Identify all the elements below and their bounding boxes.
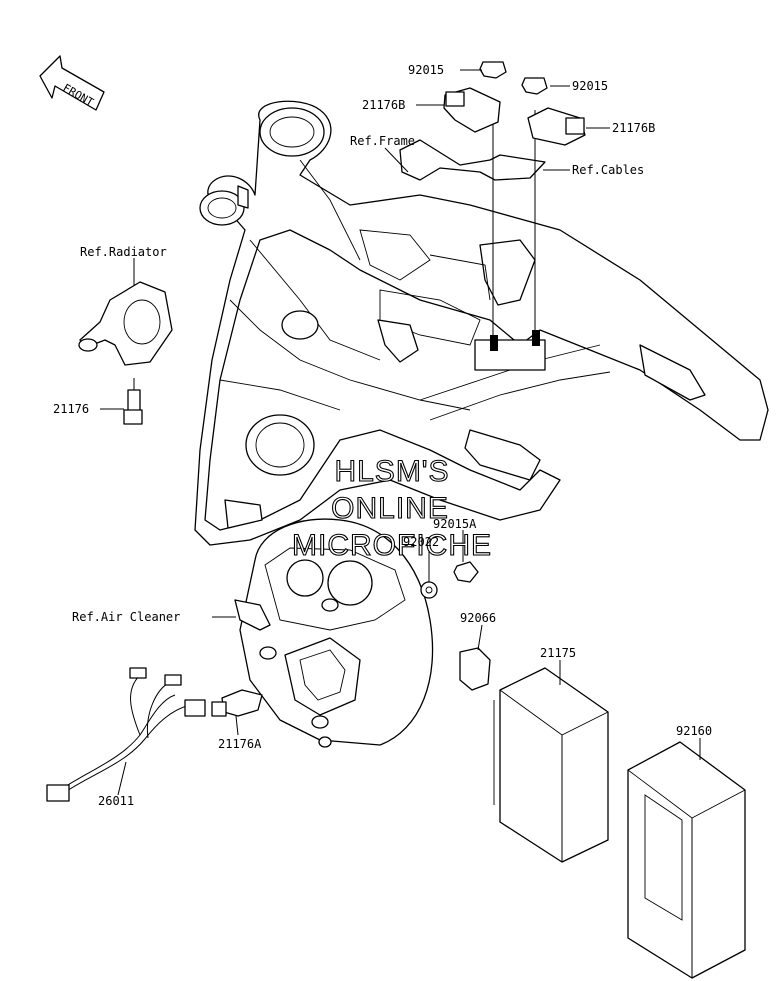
sensor-21176B-right — [527, 107, 586, 146]
nut-92015A — [453, 561, 479, 583]
connector-92066 — [459, 647, 491, 691]
sensor-21176B-left — [443, 87, 501, 133]
upper-bracket — [399, 100, 546, 351]
watermark-line-1: HLSM'S — [334, 455, 449, 488]
part-labels: 92015 92015 21176B 21176B Ref.Frame Ref.… — [53, 63, 712, 808]
label-26011: 26011 — [98, 794, 134, 808]
label-92015-top: 92015 — [408, 63, 444, 77]
air-cleaner-plate — [234, 518, 434, 748]
washer-92022 — [420, 581, 438, 599]
label-92022: 92022 — [403, 535, 439, 549]
label-92160: 92160 — [676, 724, 712, 738]
cover-92160 — [627, 741, 746, 979]
label-ref-frame: Ref.Frame — [350, 134, 415, 148]
label-21176B-left: 21176B — [362, 98, 405, 112]
label-ref-cables: Ref.Cables — [572, 163, 644, 177]
leader-lines — [100, 69, 701, 796]
ecu-21175 — [493, 667, 609, 863]
frame — [194, 100, 769, 546]
label-ref-air-cleaner: Ref.Air Cleaner — [72, 610, 180, 624]
watermark-line-2: ONLINE — [331, 492, 449, 525]
label-ref-radiator: Ref.Radiator — [80, 245, 167, 259]
label-21175: 21175 — [540, 646, 576, 660]
label-92015-right: 92015 — [572, 79, 608, 93]
sensor-21176A — [211, 689, 263, 717]
label-21176B-right: 21176B — [612, 121, 655, 135]
nut-92015-left — [479, 61, 507, 79]
watermark-line-3: MICROFICHE — [292, 529, 492, 562]
label-21176: 21176 — [53, 402, 89, 416]
watermark: HLSM'S ONLINE MICROFICHE — [291, 454, 492, 562]
label-92066: 92066 — [460, 611, 496, 625]
nut-92015-right — [521, 77, 548, 95]
radiator-thermostat-housing — [78, 281, 173, 366]
front-arrow-icon: FRONT — [39, 55, 105, 111]
label-21176A: 21176A — [218, 737, 262, 751]
sensor-21176 — [123, 378, 143, 425]
label-92015A: 92015A — [433, 517, 477, 531]
harness-26011 — [46, 667, 206, 802]
